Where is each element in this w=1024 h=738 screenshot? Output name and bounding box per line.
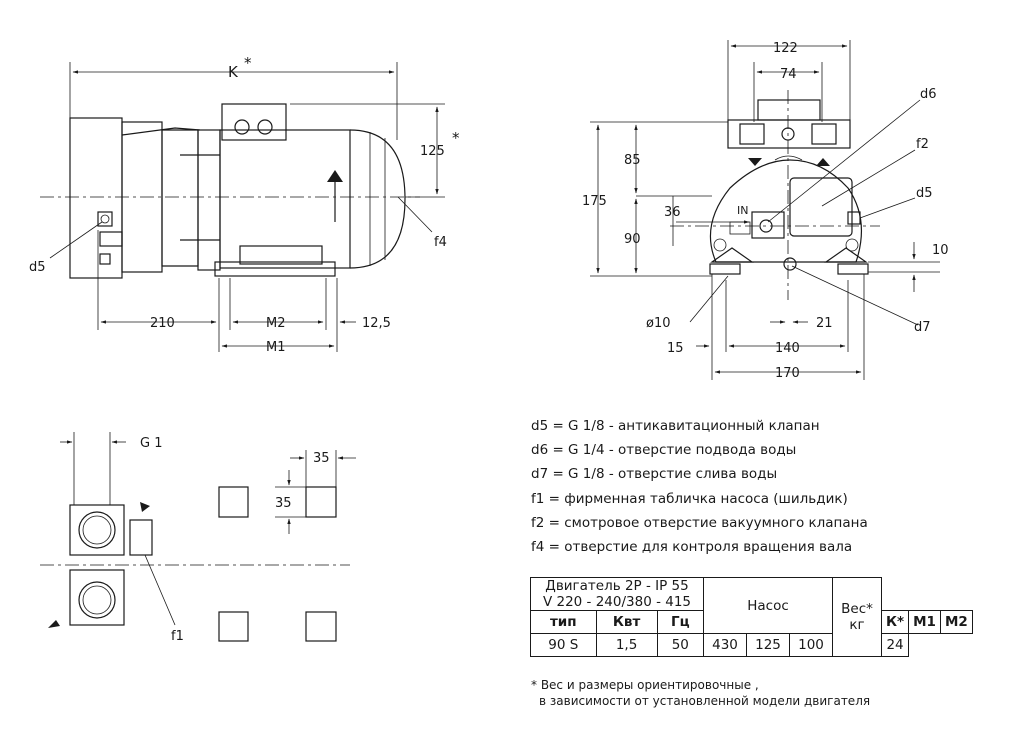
dim-10-label: 10 — [932, 243, 949, 258]
spec-table: Двигатель 2P - IP 55 V 220 - 240/380 - 4… — [530, 577, 973, 657]
legend-item: f1 = фирменная табличка насоса (шильдик) — [531, 490, 848, 507]
legend-item: d7 = G 1/8 - отверстие слива воды — [531, 466, 778, 483]
dim-175-label: 175 — [582, 194, 607, 209]
callout-d7: d7 — [914, 320, 931, 335]
motor-line-2: V 220 - 240/380 - 415 — [542, 594, 692, 610]
dim-g1-label: G 1 — [140, 436, 162, 451]
cell-type: 90 S — [530, 633, 597, 657]
motor-header: Двигатель 2P - IP 55 V 220 - 240/380 - 4… — [530, 577, 704, 611]
callout-d5-front: d5 — [916, 186, 933, 201]
legend-item: f4 = отверстие для контроля вращения вал… — [531, 539, 853, 556]
dim-m2-label: M2 — [266, 316, 286, 331]
dim-m1-label: M1 — [266, 340, 286, 355]
motor-line-1: Двигатель 2P - IP 55 — [545, 578, 689, 594]
dim-15-label: 15 — [667, 341, 684, 356]
weight-header: Вес* кг — [832, 577, 882, 657]
dim-dia10-label: ø10 — [646, 316, 671, 331]
cell-hz: 50 — [656, 633, 705, 657]
legend-item: d6 = G 1/4 - отверстие подвода воды — [531, 442, 797, 459]
dim-k-label: K — [228, 63, 239, 81]
inlet-label: IN — [737, 204, 748, 217]
dim-122-label: 122 — [773, 41, 798, 56]
header-m2: М2 — [939, 610, 973, 634]
dim-35-vertical-label: 35 — [275, 496, 292, 511]
callout-d6: d6 — [920, 87, 937, 102]
callout-f4: f4 — [434, 235, 447, 250]
dim-85-label: 85 — [624, 153, 641, 168]
dim-36-label: 36 — [664, 205, 681, 220]
legend: d5 = G 1/8 - антикавитационный клапан d6… — [531, 414, 911, 559]
dim-21-label: 21 — [816, 316, 833, 331]
dim-140-label: 140 — [775, 341, 800, 356]
dim-74-label: 74 — [780, 67, 797, 82]
legend-item: f2 = смотровое отверстие вакуумного клап… — [531, 514, 868, 531]
cell-k: 430 — [703, 633, 747, 657]
cell-weight: 24 — [880, 633, 910, 657]
front-view — [590, 40, 940, 380]
dim-125-label: 125 — [420, 144, 445, 159]
cell-m1: 125 — [746, 633, 790, 657]
footnote: * Вес и размеры ориентировочные , в зави… — [531, 677, 870, 709]
footnote-line-2: в зависимости от установленной модели дв… — [539, 694, 871, 708]
header-hz: Гц — [656, 610, 705, 634]
dim-125-star: * — [452, 129, 460, 147]
dim-k-star: * — [244, 54, 252, 72]
header-type: тип — [530, 610, 597, 634]
dim-35-horizontal-label: 35 — [313, 451, 330, 466]
header-m1: М1 — [908, 610, 941, 634]
callout-f1: f1 — [171, 629, 184, 644]
header-kw: Квт — [595, 610, 658, 634]
footnote-line-1: * Вес и размеры ориентировочные , — [531, 678, 759, 692]
dim-170-label: 170 — [775, 366, 800, 381]
weight-line-1: Вес* — [841, 601, 873, 617]
pump-header: Насос — [703, 577, 833, 634]
header-k: К* — [880, 610, 910, 634]
callout-f2: f2 — [916, 137, 929, 152]
cell-kw: 1,5 — [595, 633, 658, 657]
legend-item: d5 = G 1/8 - антикавитационный клапан — [531, 418, 820, 434]
dim-12-5-label: 12,5 — [362, 316, 391, 331]
weight-line-2: кг — [849, 617, 865, 633]
top-view — [40, 432, 356, 642]
callout-d5-side: d5 — [29, 260, 46, 275]
dim-90-label: 90 — [624, 232, 641, 247]
cell-m2: 100 — [789, 633, 833, 657]
dim-210-label: 210 — [150, 316, 175, 331]
side-view — [40, 62, 445, 352]
